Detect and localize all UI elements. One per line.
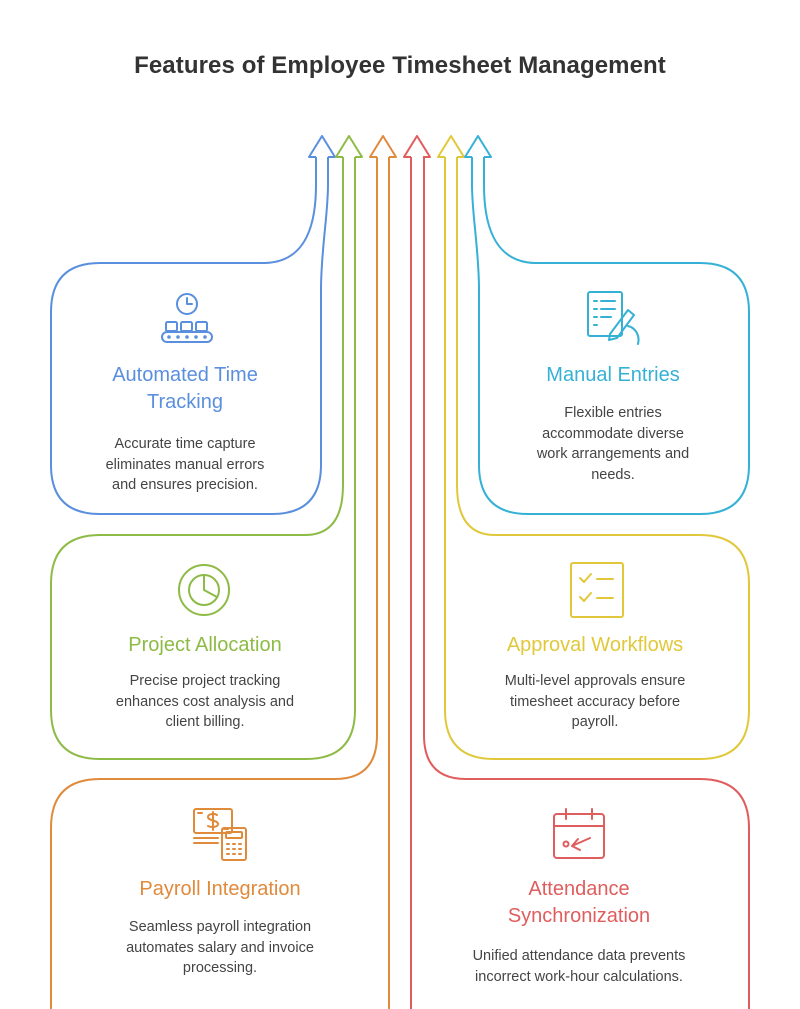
- desc-line: work arrangements and: [536, 446, 690, 462]
- desc-line: incorrect work-hour calculations.: [475, 968, 683, 985]
- desc-line: Flexible entries: [564, 405, 662, 421]
- desc-line: payroll.: [571, 714, 619, 730]
- heading-line: Synchronization: [507, 905, 651, 927]
- desc-line: timesheet accuracy before: [509, 693, 681, 710]
- desc-line: client billing.: [165, 714, 245, 730]
- path-approval-workflows: [444, 157, 750, 760]
- heading-line: Project Allocation: [128, 634, 282, 656]
- path-automated-time-tracking: [50, 157, 329, 515]
- money-calculator-icon: [193, 808, 247, 861]
- path-attendance-synchronization: [410, 157, 750, 1009]
- desc-line: Precise project tracking: [129, 673, 281, 689]
- document-pen-icon: [587, 291, 640, 345]
- desc-line: Multi-level approvals ensure: [504, 673, 686, 689]
- arrowhead-0: [308, 135, 336, 158]
- arrowhead-1: [335, 135, 363, 158]
- card-heading: Manual Entries: [488, 362, 738, 389]
- card-heading: Payroll Integration: [80, 876, 360, 903]
- card-manual-entries: Manual Entries Flexible entries accommod…: [488, 362, 738, 485]
- desc-line: Accurate time capture: [114, 436, 256, 452]
- card-attendance-synchronization: Attendance Synchronization Unified atten…: [438, 876, 720, 987]
- desc-line: accommodate diverse: [542, 425, 684, 442]
- pie-chart-icon: [178, 564, 230, 616]
- card-description: Flexible entries accommodate diverse wor…: [488, 403, 738, 485]
- desc-line: processing.: [182, 960, 258, 976]
- desc-line: enhances cost analysis and: [115, 693, 295, 710]
- card-description: Multi-level approvals ensure timesheet a…: [460, 671, 730, 733]
- desc-line: needs.: [591, 466, 635, 483]
- card-heading: Automated Time Tracking: [60, 362, 310, 416]
- checklist-icon: [570, 562, 624, 618]
- card-automated-time-tracking: Automated Time Tracking Accurate time ca…: [60, 362, 310, 496]
- path-manual-entries: [471, 157, 750, 515]
- card-heading: Attendance Synchronization: [438, 876, 720, 930]
- card-project-allocation: Project Allocation Precise project track…: [70, 632, 340, 733]
- heading-line: Manual Entries: [546, 364, 680, 386]
- desc-line: Seamless payroll integration: [128, 919, 312, 935]
- heading-line: Approval Workflows: [506, 634, 684, 656]
- desc-line: eliminates manual errors: [105, 456, 265, 473]
- card-description: Accurate time capture eliminates manual …: [60, 434, 310, 496]
- heading-line: Automated Time: [112, 364, 258, 386]
- card-payroll-integration: Payroll Integration Seamless payroll int…: [80, 876, 360, 979]
- card-heading: Approval Workflows: [460, 632, 730, 659]
- card-description: Precise project tracking enhances cost a…: [70, 671, 340, 733]
- card-heading: Project Allocation: [70, 632, 340, 659]
- arrowhead-3: [403, 135, 431, 158]
- heading-line: Attendance: [528, 878, 630, 900]
- card-approval-workflows: Approval Workflows Multi-level approvals…: [460, 632, 730, 733]
- card-description: Unified attendance data prevents incorre…: [438, 946, 720, 987]
- arrowhead-4: [437, 135, 465, 158]
- path-payroll-integration: [50, 157, 390, 1009]
- calendar-arrow-icon: [553, 808, 605, 859]
- page-title: Features of Employee Timesheet Managemen…: [134, 52, 666, 79]
- arrowhead-2: [369, 135, 397, 158]
- card-description: Seamless payroll integration automates s…: [80, 917, 360, 979]
- desc-line: automates salary and invoice: [126, 939, 314, 956]
- desc-line: and ensures precision.: [112, 477, 258, 493]
- path-project-allocation: [50, 157, 356, 760]
- clock-conveyor-icon: [161, 293, 213, 343]
- desc-line: Unified attendance data prevents: [472, 948, 686, 964]
- heading-line: Payroll Integration: [139, 878, 301, 900]
- heading-line: Tracking: [147, 391, 223, 413]
- arrowhead-5: [464, 135, 492, 158]
